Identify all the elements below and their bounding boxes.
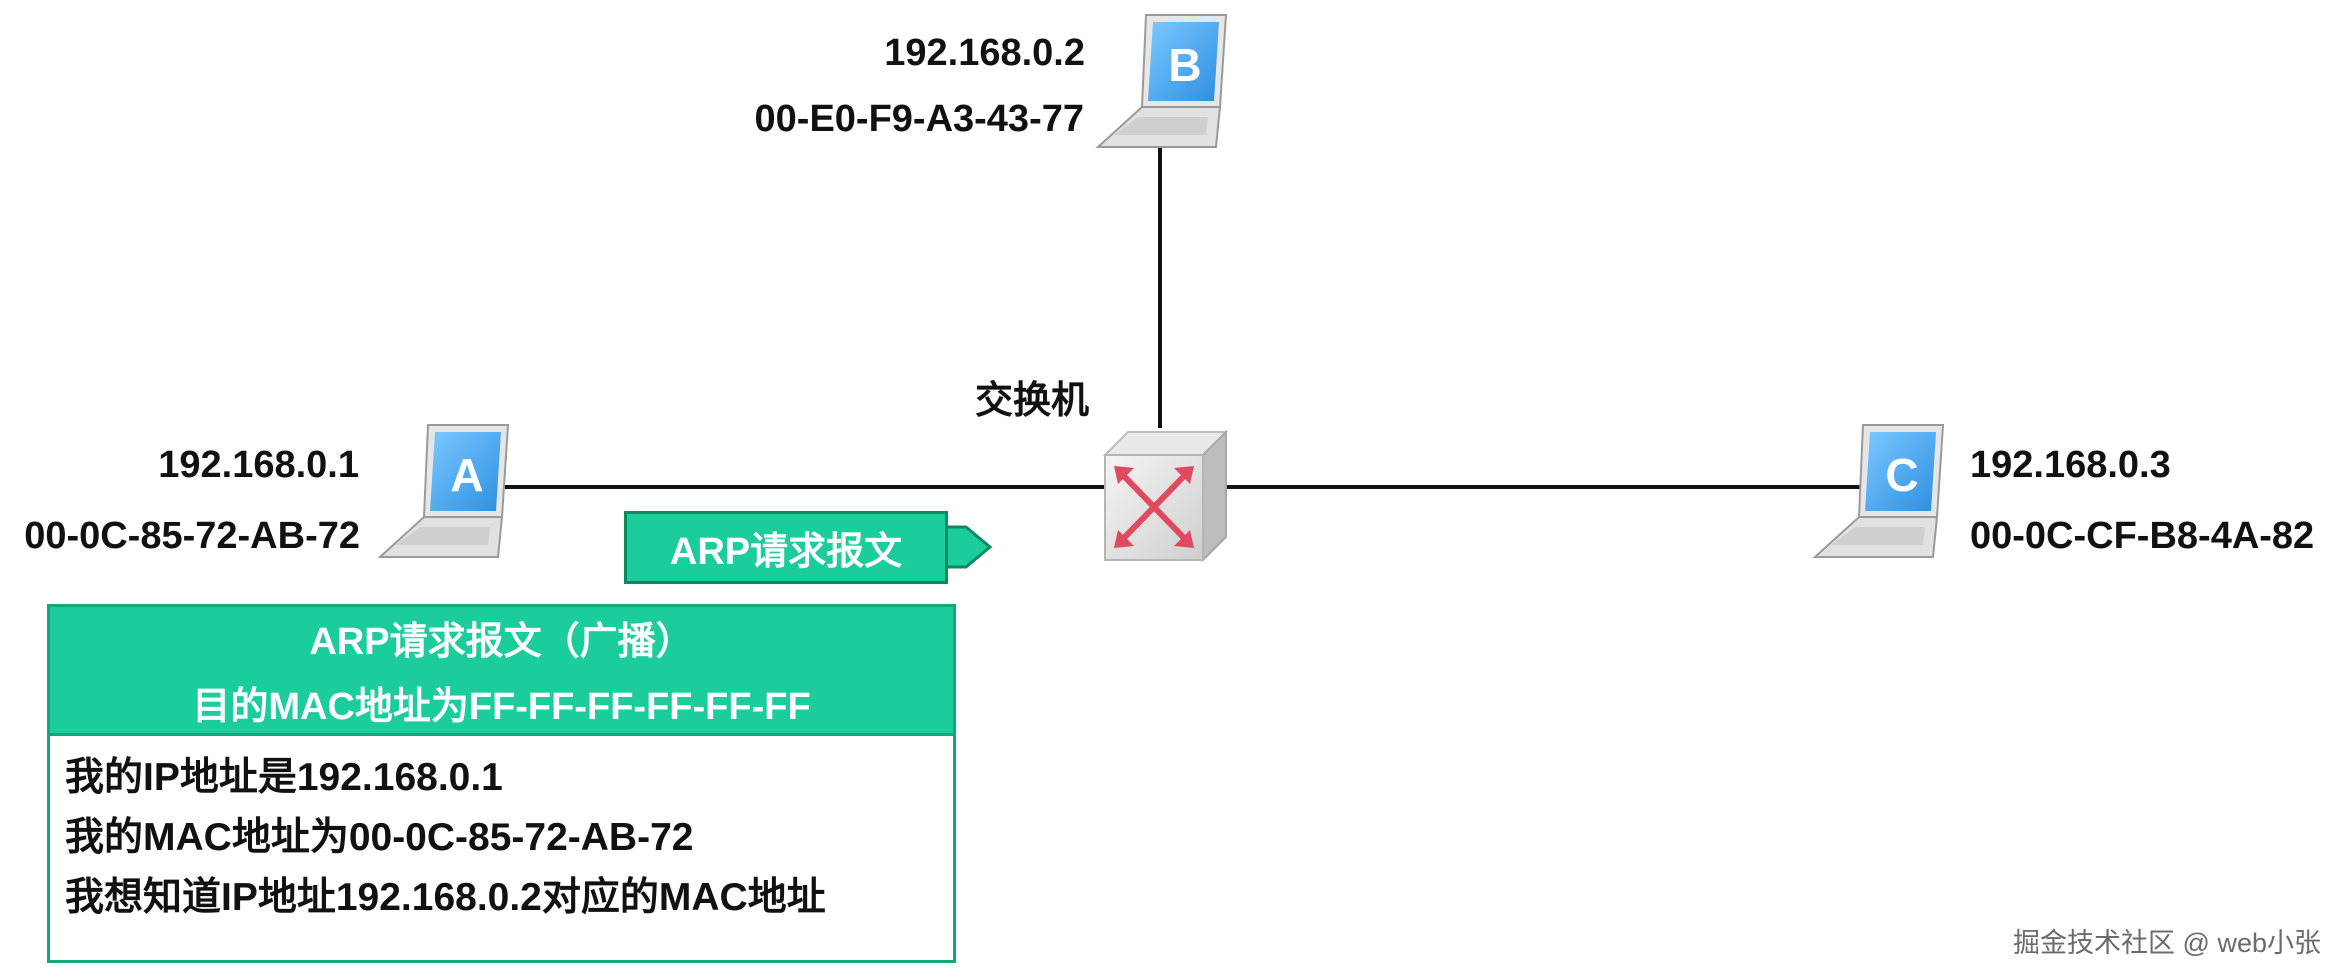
arp-box-line: 我的MAC地址为00-0C-85-72-AB-72: [65, 816, 694, 859]
switch-label: 交换机: [975, 380, 1090, 422]
host-c-mac: 00-0C-CF-B8-4A-82: [1970, 515, 2315, 557]
host-c-ip: 192.168.0.3: [1970, 444, 2171, 486]
arp-request-tag-label: ARP请求报文: [669, 531, 903, 573]
laptop-b-icon: B: [1095, 14, 1228, 148]
host-a-mac: 00-0C-85-72-AB-72: [24, 515, 360, 557]
host-a-ip: 192.168.0.1: [158, 444, 359, 486]
laptop-c-icon: C: [1812, 424, 1945, 558]
arp-box-body: 我的IP地址是192.168.0.1 我的MAC地址为00-0C-85-72-A…: [50, 736, 953, 928]
watermark: 掘金技术社区 @ web小张: [2013, 928, 2321, 958]
arp-box-header: ARP请求报文（广播） 目的MAC地址为FF-FF-FF-FF-FF-FF: [50, 607, 953, 736]
arp-box-subtitle: 目的MAC地址为FF-FF-FF-FF-FF-FF: [192, 686, 811, 728]
arp-tag-arrow-icon: [944, 525, 993, 569]
arp-box-line: 我的IP地址是192.168.0.1: [65, 756, 503, 799]
switch-icon: [1102, 429, 1229, 563]
host-b-ip: 192.168.0.2: [884, 32, 1085, 74]
arp-request-tag: ARP请求报文: [624, 511, 948, 584]
svg-text:B: B: [1168, 39, 1201, 91]
laptop-a-icon: A: [377, 424, 510, 558]
svg-text:C: C: [1885, 449, 1918, 501]
host-b-mac: 00-E0-F9-A3-43-77: [754, 98, 1084, 140]
arp-box-line: 我想知道IP地址192.168.0.2对应的MAC地址: [65, 876, 826, 919]
svg-text:A: A: [450, 449, 483, 501]
arp-box-title: ARP请求报文（广播）: [309, 621, 694, 663]
arp-request-box: ARP请求报文（广播） 目的MAC地址为FF-FF-FF-FF-FF-FF 我的…: [47, 604, 956, 963]
